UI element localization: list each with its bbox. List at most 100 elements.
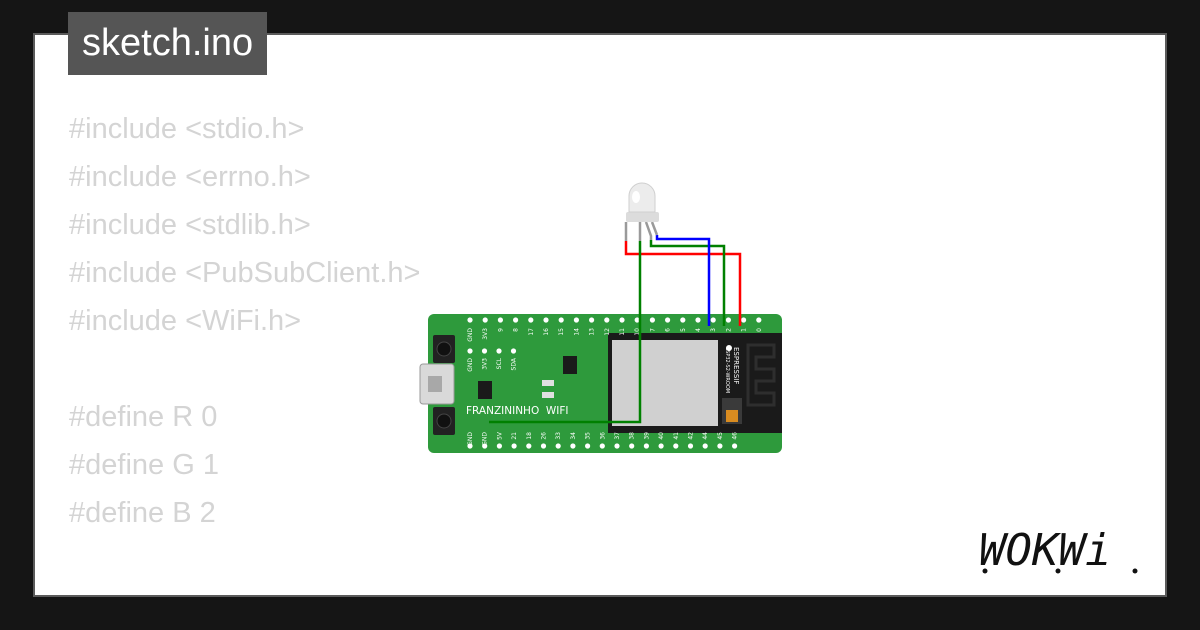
preview-card: #include <stdio.h> #include <errno.h> #inc… — [33, 33, 1167, 597]
code-line: #define TopicPublish1 "topico/led/RGB" — [69, 585, 574, 595]
pin-hole[interactable] — [741, 317, 747, 323]
pin-label: 8 — [513, 328, 520, 332]
pin-label: 5 — [680, 328, 687, 332]
pin-hole[interactable] — [732, 443, 738, 449]
pin-label: 14 — [573, 328, 580, 336]
svg-text:WOKWi: WOKWi — [979, 525, 1111, 576]
pin-hole[interactable] — [658, 443, 664, 449]
pin-label: 9 — [497, 328, 504, 332]
pin-hole[interactable] — [467, 443, 473, 449]
pin-hole[interactable] — [513, 317, 519, 323]
pin-hole[interactable] — [570, 443, 576, 449]
pin-hole[interactable] — [496, 443, 502, 449]
pin-hole[interactable] — [710, 317, 716, 323]
pin-label: 4 — [695, 328, 702, 332]
pin-hole[interactable] — [589, 317, 595, 323]
wokwi-logo: WOKWi — [979, 525, 1138, 576]
code-editor[interactable]: #include <stdio.h> #include <errno.h> #inc… — [69, 105, 574, 595]
code-line: #include <PubSubClient.h> — [69, 257, 421, 289]
pin-hole[interactable] — [665, 317, 671, 323]
pin-label: SCL — [496, 357, 503, 369]
pin-hole[interactable] — [725, 317, 732, 323]
pin-hole[interactable] — [496, 348, 502, 354]
pin-label: GND — [467, 358, 474, 372]
pin-hole[interactable] — [695, 317, 701, 323]
pin-hole[interactable] — [619, 317, 625, 323]
code-line: #define B 2 — [69, 497, 216, 529]
pin-hole[interactable] — [511, 443, 517, 449]
pin-label: 39 — [643, 432, 650, 440]
pin-hole[interactable] — [614, 443, 620, 449]
pin-hole[interactable] — [555, 443, 561, 449]
pin-hole[interactable] — [573, 317, 580, 323]
code-line: #include <errno.h> — [69, 161, 311, 193]
pin-label: SDA — [511, 357, 518, 370]
pin-hole[interactable] — [482, 317, 488, 323]
pin-label: 44 — [702, 432, 709, 440]
pin-label: 33 — [555, 432, 562, 440]
pin-hole[interactable] — [526, 443, 532, 449]
module-brand: ESPRESSIF — [732, 347, 740, 384]
pin-hole[interactable] — [717, 443, 723, 449]
pin-label: 40 — [658, 432, 665, 440]
inner-pin-header: GND 3V3 SCL SDA — [467, 348, 518, 372]
pin-hole[interactable] — [467, 317, 473, 323]
pin-label: 16 — [543, 328, 550, 336]
wire-green-gnd — [489, 241, 642, 424]
pin-label: 6 — [665, 328, 672, 332]
code-line: #include <stdio.h> — [69, 113, 305, 145]
pin-label: 3V3 — [482, 328, 489, 340]
pin-label: 45 — [717, 432, 724, 440]
pin-hole[interactable] — [482, 443, 488, 449]
pin-hole[interactable] — [585, 443, 591, 449]
pin-hole[interactable] — [599, 443, 605, 449]
pin-hole[interactable] — [604, 317, 610, 323]
pin-label: 0 — [756, 328, 763, 332]
pin-hole[interactable] — [528, 317, 534, 323]
file-tab-sketch[interactable]: sketch.ino — [68, 12, 268, 75]
pin-hole[interactable] — [680, 317, 686, 323]
pin-hole[interactable] — [629, 443, 635, 449]
pin-label: 12 — [604, 328, 611, 336]
pin-hole[interactable] — [649, 317, 656, 323]
pin-hole[interactable] — [634, 317, 640, 323]
pin-hole[interactable] — [543, 317, 549, 323]
pin-hole[interactable] — [497, 317, 503, 323]
code-line: #define G 1 — [69, 449, 219, 481]
pin-label: 7 — [649, 328, 656, 332]
wire-green — [649, 240, 726, 326]
pin-label: 3 — [710, 328, 717, 332]
pin-hole[interactable] — [643, 443, 650, 449]
pin-hole[interactable] — [510, 348, 517, 354]
pin-label: GND — [467, 432, 474, 446]
pin-label: GND — [467, 328, 474, 342]
pin-label: 21 — [511, 432, 518, 440]
code-line: #define R 0 — [69, 401, 218, 433]
rgb-led[interactable] — [624, 182, 659, 241]
pin-label: 13 — [589, 328, 596, 336]
regulator-chip — [478, 381, 492, 399]
pin-hole[interactable] — [467, 348, 473, 354]
pin-label: 37 — [614, 432, 621, 440]
pin-hole[interactable] — [702, 443, 708, 449]
pin-label: 34 — [570, 432, 577, 440]
wire-red — [624, 241, 742, 326]
pin-label: 10 — [634, 328, 641, 336]
pin-hole[interactable] — [687, 443, 694, 449]
module-model: ESP32-S2-WROOM — [724, 347, 730, 393]
pin-hole[interactable] — [540, 443, 547, 449]
pin-hole[interactable] — [481, 348, 488, 354]
pin-hole[interactable] — [558, 317, 564, 323]
pin-hole[interactable] — [673, 443, 679, 449]
pin-label: 46 — [732, 432, 739, 440]
pin-hole[interactable] — [756, 317, 762, 323]
pin-label: 36 — [599, 432, 606, 440]
pin-label: 41 — [673, 432, 680, 440]
code-line: #include <WiFi.h> — [69, 305, 302, 337]
pin-label: GND — [482, 432, 489, 446]
pin-label: 42 — [688, 432, 695, 440]
pin-label: 17 — [528, 328, 535, 336]
pin-label: 3V3 — [482, 358, 489, 370]
